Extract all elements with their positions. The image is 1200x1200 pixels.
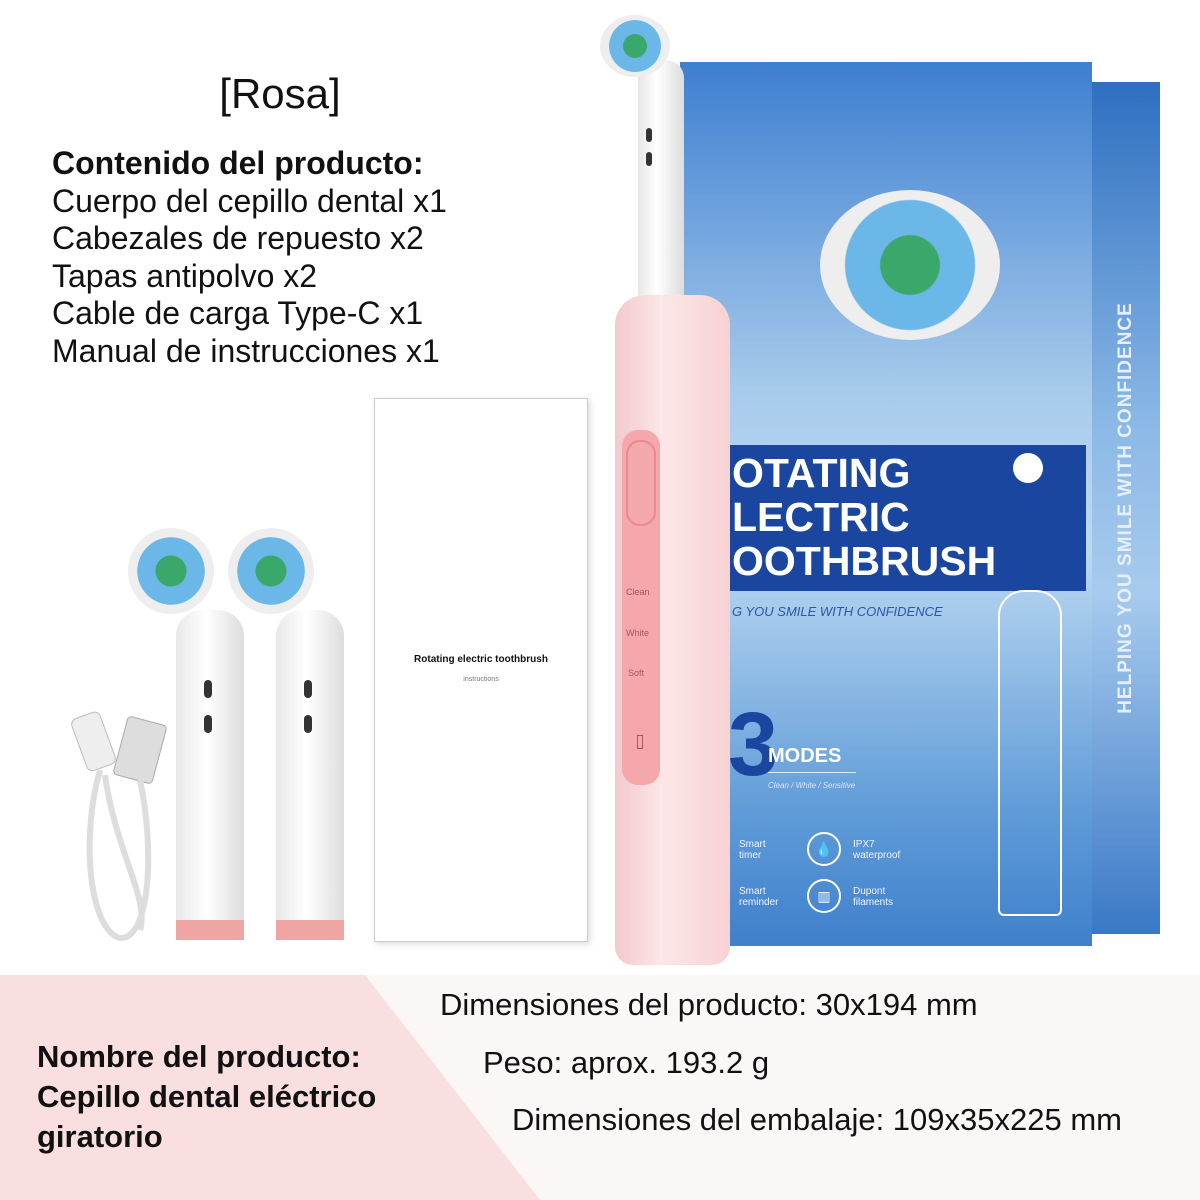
side-text: HELPING YOU SMILE WITH CONFIDENCE (1115, 302, 1136, 714)
spec-dimensions: Dimensiones del producto: 30x194 mm (440, 987, 978, 1022)
product-name-line: Cepillo dental eléctrico (37, 1079, 377, 1114)
contents-item: Tapas antipolvo x2 (52, 257, 318, 294)
brush-head-outline (1013, 453, 1043, 483)
contents-item: Cabezales de repuesto x2 (52, 220, 424, 256)
product-name-line: giratorio (37, 1119, 163, 1154)
charge-indicator-icon (637, 735, 643, 749)
replacement-brush (228, 528, 314, 614)
instruction-manual: Rotating electric toothbrush instruction… (374, 398, 588, 942)
product-name: Nombre del producto: Cepillo dental eléc… (37, 1037, 376, 1157)
replacement-head (176, 610, 244, 940)
manual-title: Rotating electric toothbrush (414, 654, 548, 665)
mode-label: White (626, 628, 650, 638)
mode-label: Clean (626, 587, 650, 597)
feature-text: Dupont filaments (853, 886, 894, 908)
toothbrush-head (600, 15, 670, 77)
contents-item: Manual de instrucciones x1 (52, 332, 440, 369)
power-button[interactable] (626, 440, 656, 526)
modes-subtitle: Clean / White / Sensitive (768, 781, 856, 790)
neck-slot (646, 152, 652, 166)
brush-head-photo (820, 190, 1000, 340)
control-panel (622, 430, 660, 785)
spec-weight: Peso: aprox. 193.2 g (483, 1045, 770, 1080)
water-drop-icon: 💧 (807, 832, 841, 866)
manual-subtitle: instructions (463, 676, 499, 683)
neck-slot (646, 128, 652, 142)
contents-item: Cuerpo del cepillo dental x1 (52, 182, 447, 219)
filament-icon: ▥ (807, 879, 841, 913)
feature-text: Smart timer (739, 839, 766, 861)
contents-item: Cable de carga Type-C x1 (52, 295, 424, 331)
spec-package: Dimensiones del embalaje: 109x35x225 mm (512, 1102, 1122, 1137)
toothbrush-neck (638, 60, 684, 310)
modes-title: MODES (768, 745, 856, 773)
toothbrush-outline (998, 590, 1062, 916)
modes-number: 3 (728, 695, 779, 795)
banner-line: OOTHBRUSH (732, 538, 997, 584)
contents-list: Contenido del producto: Cuerpo del cepil… (52, 145, 447, 370)
banner-line: LECTRIC (732, 494, 910, 540)
feature-text: Smart reminder (739, 886, 779, 908)
contents-title: Contenido del producto: (52, 145, 424, 181)
banner-line: OTATING (732, 450, 911, 496)
replacement-head (276, 610, 344, 940)
mode-label: Soft (628, 668, 645, 678)
feature-text: IPX7 waterproof (853, 839, 901, 861)
box-side: HELPING YOU SMILE WITH CONFIDENCE (1092, 82, 1160, 934)
usb-cable-icon (71, 711, 167, 941)
replacement-brush (128, 528, 214, 614)
product-name-label: Nombre del producto: (37, 1039, 361, 1074)
variant-label: [Rosa] (219, 70, 341, 117)
box-slogan: G YOU SMILE WITH CONFIDENCE (732, 604, 943, 619)
